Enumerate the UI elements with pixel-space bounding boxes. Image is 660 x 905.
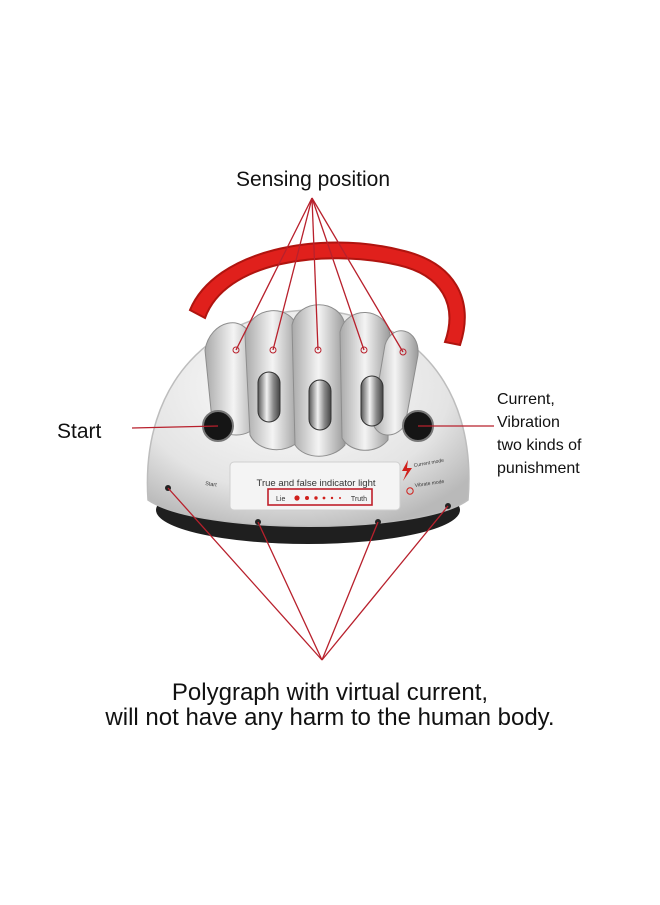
sensing-annotation-lines xyxy=(235,197,404,353)
punishment-line-4: punishment xyxy=(497,460,580,477)
sensing-points xyxy=(232,346,407,356)
lie-truth-frame xyxy=(267,488,373,506)
start-label: Start xyxy=(57,420,102,443)
strap-shape xyxy=(188,241,466,347)
sensing-position-label: Sensing position xyxy=(235,168,391,191)
lightning-icon xyxy=(402,460,412,481)
punishment-label: Current, Vibration two kinds of punishme… xyxy=(497,388,581,480)
punishment-line-1: Current, xyxy=(497,391,555,408)
truth-label: Truth xyxy=(351,496,367,503)
caption: Polygraph with virtual current, will not… xyxy=(0,680,660,730)
caption-annotation-lines xyxy=(167,487,449,661)
indicator-lights xyxy=(294,495,341,501)
current-mode-label: Current mode xyxy=(413,458,444,469)
vibrate-mode-label: Vibrate mode xyxy=(414,479,444,489)
lie-label: Lie xyxy=(276,496,285,503)
indicator-panel xyxy=(229,461,401,511)
caption-line-1: Polygraph with virtual current, xyxy=(171,679,489,706)
caption-line-2: will not have any harm to the human body… xyxy=(105,704,555,731)
vibrate-icon xyxy=(406,487,414,495)
punishment-line-3: two kinds of xyxy=(497,437,582,454)
start-small-label: Start xyxy=(205,481,218,489)
punishment-line-2: Vibration xyxy=(497,414,560,431)
finger-rests xyxy=(204,304,419,457)
indicator-title: True and false indicator light xyxy=(257,478,376,489)
start-annotation-line xyxy=(131,425,219,429)
metal-electrodes xyxy=(257,371,384,431)
